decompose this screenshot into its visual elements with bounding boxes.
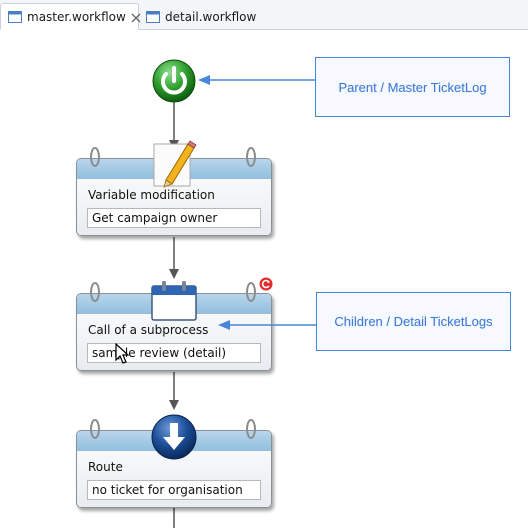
tab-detail-workflow[interactable]: detail.workflow — [139, 3, 259, 30]
node-value-field[interactable]: sample review (detail) — [87, 343, 261, 363]
binder-ring-icon — [90, 282, 100, 302]
node-title: Variable modification — [88, 188, 215, 202]
calendar-icon — [150, 280, 198, 322]
parent-master-callout: Parent / Master TicketLog — [315, 57, 510, 117]
node-title: Route — [88, 460, 123, 474]
close-tab-icon[interactable] — [131, 12, 141, 22]
refresh-badge-icon — [259, 276, 273, 291]
binder-ring-icon — [246, 147, 256, 167]
node-title: Call of a subprocess — [88, 323, 209, 337]
flow-connector — [169, 237, 179, 279]
flow-connector — [169, 372, 179, 410]
node-value-field[interactable]: Get campaign owner — [87, 208, 261, 228]
start-node[interactable] — [151, 58, 197, 104]
callout-label: Children / Detail TicketLogs — [334, 314, 493, 329]
binder-ring-icon — [90, 419, 100, 439]
mouse-cursor-icon — [115, 343, 130, 364]
editor-tab-bar: master.workflow detail.workflow — [0, 0, 528, 30]
workflow-file-icon — [8, 10, 22, 24]
binder-ring-icon — [246, 282, 256, 302]
power-start-icon — [152, 59, 196, 103]
tab-master-workflow[interactable]: master.workflow — [0, 3, 141, 30]
callout-arrow — [198, 75, 315, 85]
workflow-file-icon — [146, 10, 160, 24]
children-detail-callout: Children / Detail TicketLogs — [316, 292, 511, 351]
pencil-note-icon — [152, 140, 198, 188]
binder-ring-icon — [90, 147, 100, 167]
tab-label: master.workflow — [27, 9, 126, 24]
callout-arrow — [218, 320, 316, 330]
flow-connector — [173, 508, 175, 528]
callout-label: Parent / Master TicketLog — [338, 79, 487, 95]
binder-ring-icon — [246, 419, 256, 439]
down-arrow-circle-icon — [150, 413, 198, 461]
tab-label: detail.workflow — [165, 9, 257, 24]
node-value-field[interactable]: no ticket for organisation — [87, 480, 261, 500]
